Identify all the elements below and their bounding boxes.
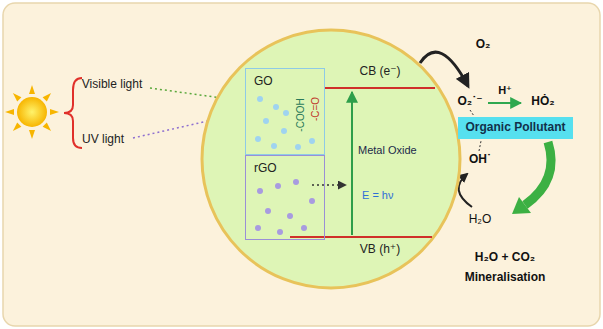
material-label: Metal Oxide — [358, 144, 417, 157]
band-label: CB (e⁻) — [359, 65, 400, 79]
attack-line — [479, 141, 481, 151]
protonation-arrow — [488, 102, 521, 104]
species-label: OH˙ — [469, 153, 491, 167]
go-box: GO -COOH-C=O — [245, 68, 325, 155]
metal-oxide-particle: CB (e⁻) Metal Oxide E = hν VB (h⁺) GO -COOH-C… — [200, 28, 462, 290]
energy-label: E = hν — [362, 189, 394, 202]
pollutant-box: Organic Pollutant — [458, 117, 573, 139]
mineralisation-arrow — [512, 142, 551, 214]
group-label: -C=O — [310, 97, 322, 121]
material-label: GO — [254, 75, 273, 89]
oxidation-arrow — [459, 174, 472, 207]
species-label: O₂ — [476, 38, 491, 52]
rgo-box: rGO — [245, 155, 325, 240]
product-label: H₂O + CO₂ — [475, 251, 535, 265]
species-label: HȮ₂ — [531, 95, 554, 109]
light-label: Visible light — [82, 78, 142, 92]
valence-band — [290, 236, 432, 238]
product-label: Mineralisation — [465, 271, 546, 285]
brace — [64, 78, 82, 148]
species-label: O₂˙⁻ — [458, 95, 483, 109]
conduction-band — [325, 87, 435, 89]
excitation-arrow — [351, 92, 353, 235]
species-label: H⁺ — [498, 84, 512, 97]
band-label: VB (h⁺) — [360, 243, 400, 257]
material-label: rGO — [254, 162, 277, 176]
particle-shape — [200, 28, 462, 290]
pollutant-label: Organic Pollutant — [465, 121, 565, 135]
transfer-arrow — [312, 184, 346, 186]
light-label: UV light — [82, 133, 124, 147]
attack-line — [470, 110, 474, 116]
group-label: -COOH — [295, 98, 307, 131]
background-panel — [3, 3, 600, 326]
species-label: H₂O — [469, 213, 492, 227]
sun-icon — [5, 85, 59, 139]
